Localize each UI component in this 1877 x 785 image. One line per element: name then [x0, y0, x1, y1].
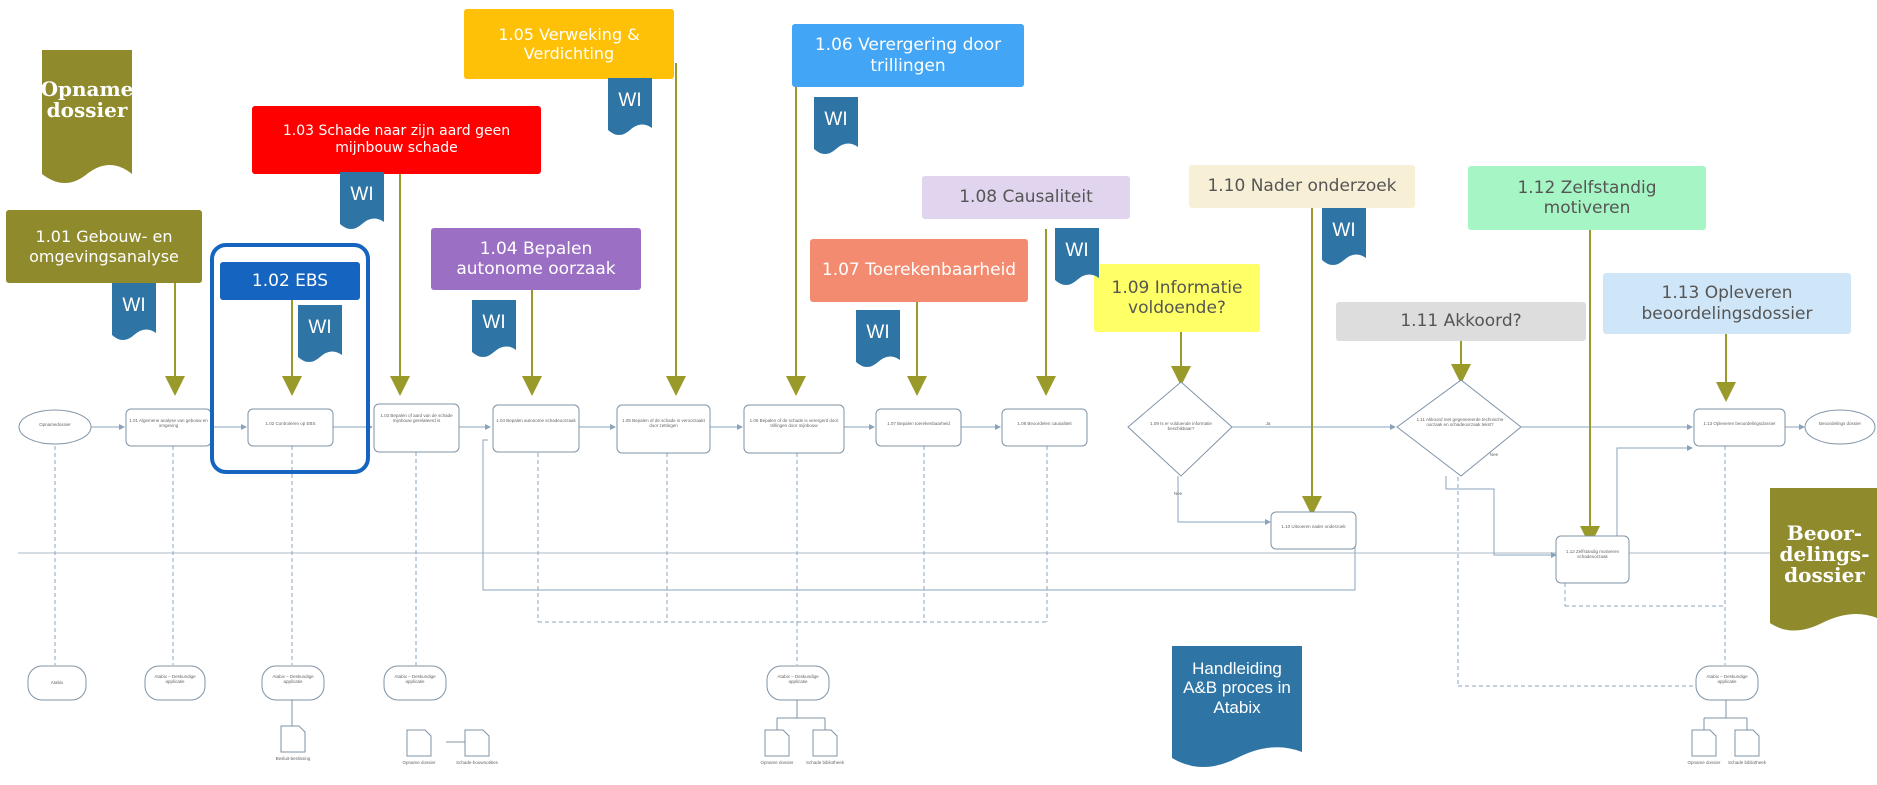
wi-badge: WI [298, 305, 342, 365]
callout-1-05: 1.05 Verweking & Verdichting [464, 9, 674, 79]
decision-1-11-label: 1.11 Akkoord met gegenereerde technische… [1416, 417, 1504, 428]
callout-1-12: 1.12 Zelfstandig motiveren [1468, 166, 1706, 230]
system-label: Atabix – Deskundige applicatie [272, 674, 314, 685]
handleiding-label: Handleiding A&B proces in Atabix [1183, 658, 1291, 717]
process-1-10 [1270, 511, 1357, 550]
document-label: Schade-bouwnotities [456, 760, 498, 765]
callout-1-09: 1.09 Informatie voldoende? [1094, 264, 1260, 332]
process-shapes [18, 379, 1876, 584]
work-instruction-icon [298, 305, 342, 362]
doc-links [291, 700, 1748, 743]
process-1-06 [743, 404, 845, 454]
label-nee: Nee [1173, 491, 1183, 496]
process-1-05 [616, 404, 711, 454]
work-instruction-icon [340, 172, 384, 229]
work-instruction-icon [472, 300, 516, 357]
opname-dossier-shape [42, 50, 132, 183]
beoordelingsdossier-shape [1770, 488, 1877, 631]
callout-1-01: 1.01 Gebouw- en omgevingsanalyse [6, 210, 202, 283]
decision-1-09-label: 1.09 Is er voldoende informatie beschikb… [1150, 421, 1212, 432]
document-icons [280, 725, 1760, 757]
system-shapes [27, 665, 1759, 701]
end-terminator [1804, 409, 1876, 445]
handleiding-shape [1172, 646, 1302, 767]
decision-1-09 [1127, 381, 1233, 477]
document-label: Besluit-beslissing [275, 756, 311, 761]
process-1-06-label: 1.06 Bepalen of de schade is verergerd d… [749, 418, 839, 429]
wi-badge: WI [472, 300, 516, 360]
wi-badge: WI [814, 97, 858, 157]
callout-1-13: 1.13 Opleveren beoordelingsdossier [1603, 273, 1851, 334]
callout-1-02: 1.02 EBS [220, 262, 360, 300]
process-1-02 [247, 408, 334, 447]
document-label: Schade bibliotheek [805, 760, 845, 765]
callout-1-04: 1.04 Bepalen autonome oorzaak [431, 228, 641, 290]
end-label: Beoordelings dossier [1818, 421, 1862, 426]
process-1-13-label: 1.13 Opleveren beoordelingsdossier [1703, 421, 1776, 426]
callout-1-06: 1.06 Verergering door trillingen [792, 24, 1024, 87]
work-instruction-icon [1322, 208, 1366, 265]
process-1-03-label: 1.03 Bepalen of aard van de schade mijnb… [380, 413, 453, 424]
process-1-04-label: 1.04 Bepalen autonome schadeoorzaak [496, 418, 576, 423]
callout-1-10: 1.10 Nader onderzoek [1189, 165, 1415, 208]
wi-badge: WI [608, 78, 652, 138]
beoordelingsdossier-label: Beoor-delings-dossier [1779, 520, 1870, 587]
system-label: Atabix – Deskundige applicatie [1706, 674, 1748, 685]
process-1-13 [1693, 408, 1786, 447]
system-label: Atabix [50, 680, 64, 685]
document-label: Opname dossier [402, 760, 436, 765]
label-ja: Ja [1265, 421, 1271, 426]
start-label: Opnamedossier [39, 422, 71, 427]
process-1-12 [1555, 535, 1630, 584]
callout-1-03: 1.03 Schade naar zijn aard geen mijnbouw… [252, 106, 541, 174]
callout-1-07: 1.07 Toerekenbaarheid [810, 239, 1028, 302]
process-1-04 [492, 404, 580, 453]
process-1-08-label: 1.08 Beoordelen causaliteit [1017, 421, 1072, 426]
document-label: Opname dossier [1687, 760, 1721, 765]
system-label: Atabix – Deskundige applicatie [777, 674, 819, 685]
work-instruction-icon [856, 310, 900, 367]
process-1-02-label: 1.02 Controleren op EBS [265, 421, 316, 426]
label-nee-2: Nee [1489, 452, 1499, 457]
process-1-12-label: 1.12 Zelfstandig motiveren schadeoorzaak [1565, 549, 1620, 560]
wi-badge: WI [1055, 228, 1099, 288]
process-1-05-label: 1.05 Bepalen of de schade is veroorzaakt… [622, 418, 705, 429]
work-instruction-icon [814, 97, 858, 154]
feedback-loop [482, 439, 1356, 591]
process-1-07 [875, 408, 962, 447]
system-links [54, 446, 1726, 687]
flow-connectors [88, 424, 1805, 558]
process-1-01-label: 1.01 Algemene analyse van gebouw en omge… [129, 418, 208, 429]
process-1-10-label: 1.10 Uitvoeren nader onderzoek [1281, 524, 1346, 529]
wi-badge: WI [1322, 208, 1366, 268]
callout-1-08: 1.08 Causaliteit [922, 176, 1130, 219]
system-label: Atabix – Deskundige applicatie [154, 674, 196, 685]
highlight-frame [210, 243, 370, 474]
wi-badge: WI [340, 172, 384, 232]
work-instruction-icon [112, 283, 156, 340]
wi-badge: WI [856, 310, 900, 370]
callout-arrows [165, 63, 1736, 546]
work-instruction-icon [608, 78, 652, 135]
wi-badge: WI [112, 283, 156, 343]
work-instruction-icon [1055, 228, 1099, 285]
process-1-07-label: 1.07 Bepalen toerekenbaarheid [887, 421, 950, 426]
process-1-08 [1001, 408, 1088, 447]
system-label: Atabix – Deskundige applicatie [394, 674, 436, 685]
document-label: Schade bibliotheek [1727, 760, 1767, 765]
opname-dossier-label: Opname dossier [40, 77, 134, 122]
decision-1-11 [1396, 379, 1522, 477]
document-label: Opname dossier [760, 760, 794, 765]
callout-1-11: 1.11 Akkoord? [1336, 302, 1586, 341]
start-terminator [18, 409, 92, 445]
process-1-03 [373, 403, 460, 453]
